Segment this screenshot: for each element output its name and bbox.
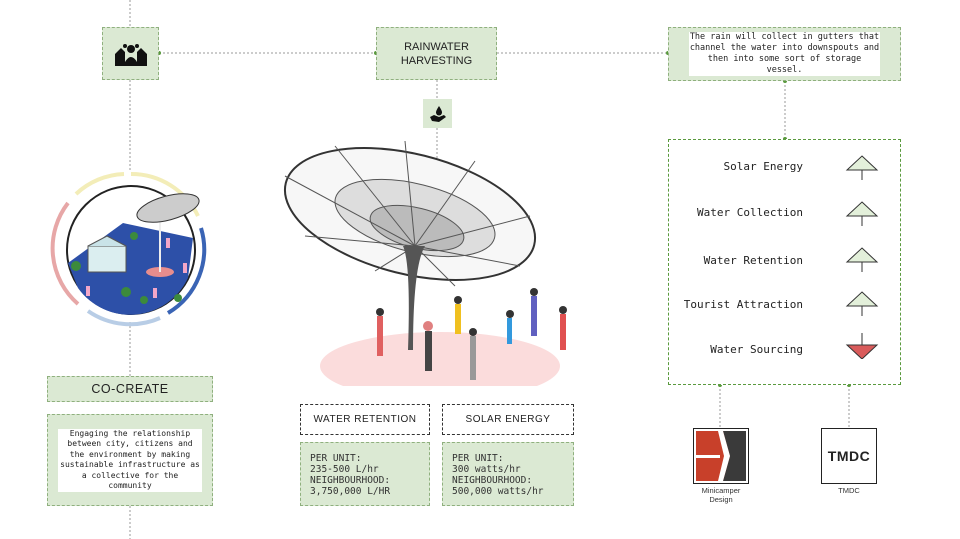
benefit-label: Water Retention (703, 254, 803, 267)
solar-energy-stats: PER UNIT: 300 watts/hr NEIGHBOURHOOD: 50… (442, 442, 574, 506)
benefit-label: Water Collection (697, 206, 803, 219)
arrow-up-icon (845, 291, 879, 316)
tmdc-caption: TMDC (838, 486, 860, 495)
description-box: The rain will collect in gutters that ch… (668, 27, 901, 81)
per-unit-value: 235-500 L/hr (310, 464, 379, 475)
tmdc-logo-mark: TMDC (827, 448, 871, 464)
per-unit-label: PER UNIT: (310, 453, 362, 464)
benefit-label: Water Sourcing (710, 343, 803, 356)
description-text: The rain will collect in gutters that ch… (689, 32, 880, 76)
tmdc-logo: TMDC (821, 428, 877, 484)
arrow-up-icon (845, 201, 879, 226)
per-unit-value: 300 watts/hr (452, 464, 521, 475)
neighbourhood-value: 3,750,000 L/HR (310, 486, 391, 497)
arrow-up-icon (845, 155, 879, 180)
per-unit-label: PER UNIT: (452, 453, 504, 464)
neighbourhood-label: NEIGHBOURHOOD: (452, 475, 533, 486)
people-figures (376, 288, 567, 380)
cocreate-title: CO-CREATE (47, 376, 213, 402)
solar-energy-title: SOLAR ENERGY (442, 404, 574, 435)
cocreate-text: Engaging the relationship between city, … (58, 428, 202, 492)
neighbourhood-value: 500,000 watts/hr (452, 486, 544, 497)
water-icon-box (423, 99, 452, 128)
minicamper-logo-mark (696, 431, 746, 481)
page-title: RAINWATER HARVESTING (376, 27, 497, 80)
community-icon-box (102, 27, 159, 80)
minicamper-logo (693, 428, 749, 484)
water-retention-title: WATER RETENTION (300, 404, 430, 435)
neighbourhood-label: NEIGHBOURHOOD: (310, 475, 391, 486)
water-retention-stats: PER UNIT: 235-500 L/hr NEIGHBOURHOOD: 3,… (300, 442, 430, 506)
arrow-down-icon (845, 333, 879, 359)
arrow-up-icon (845, 247, 879, 272)
rainwater-funnel-illustration (283, 140, 567, 386)
benefits-panel: Solar Energy Water Collection Water Rete… (668, 139, 901, 385)
benefit-label: Solar Energy (723, 160, 803, 173)
benefit-label: Tourist Attraction (683, 298, 803, 311)
community-scene-illustration (50, 171, 207, 327)
hand-water-drop-icon (429, 105, 446, 122)
minicamper-caption: Minicamper Design (701, 486, 741, 504)
cocreate-box: Engaging the relationship between city, … (47, 414, 213, 506)
community-hands-icon (114, 43, 147, 66)
